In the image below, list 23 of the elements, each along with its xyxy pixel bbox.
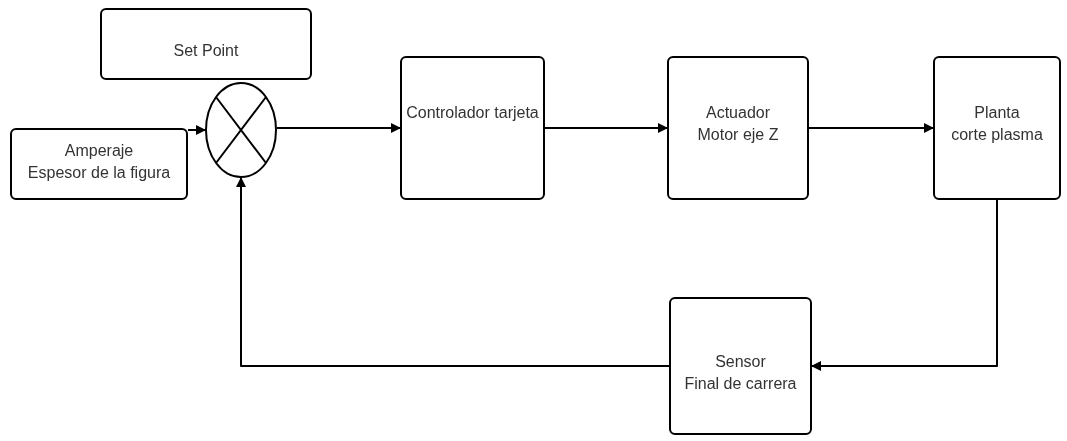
block xyxy=(400,56,545,200)
block xyxy=(10,128,188,200)
block xyxy=(933,56,1061,200)
block xyxy=(669,297,812,435)
arrow xyxy=(811,199,998,371)
block-label: Set Point xyxy=(173,41,239,61)
block xyxy=(100,8,312,80)
arrow xyxy=(544,123,668,133)
summing-junction xyxy=(205,82,277,178)
block xyxy=(667,56,809,200)
block-label: Final de carrera xyxy=(684,374,797,394)
block-label: Controlador tarjeta xyxy=(406,103,539,123)
block-label: Amperaje xyxy=(64,141,134,161)
arrow xyxy=(276,123,401,133)
arrow xyxy=(808,123,934,133)
block-label: Planta xyxy=(974,103,1020,123)
block-label: corte plasma xyxy=(951,125,1043,145)
arrow xyxy=(236,177,670,367)
block-label: Actuador xyxy=(705,103,770,123)
block-label: Espesor de la figura xyxy=(27,163,171,183)
block-label: Motor eje Z xyxy=(697,125,779,145)
block-label: Sensor xyxy=(715,352,766,372)
arrow xyxy=(187,125,206,135)
